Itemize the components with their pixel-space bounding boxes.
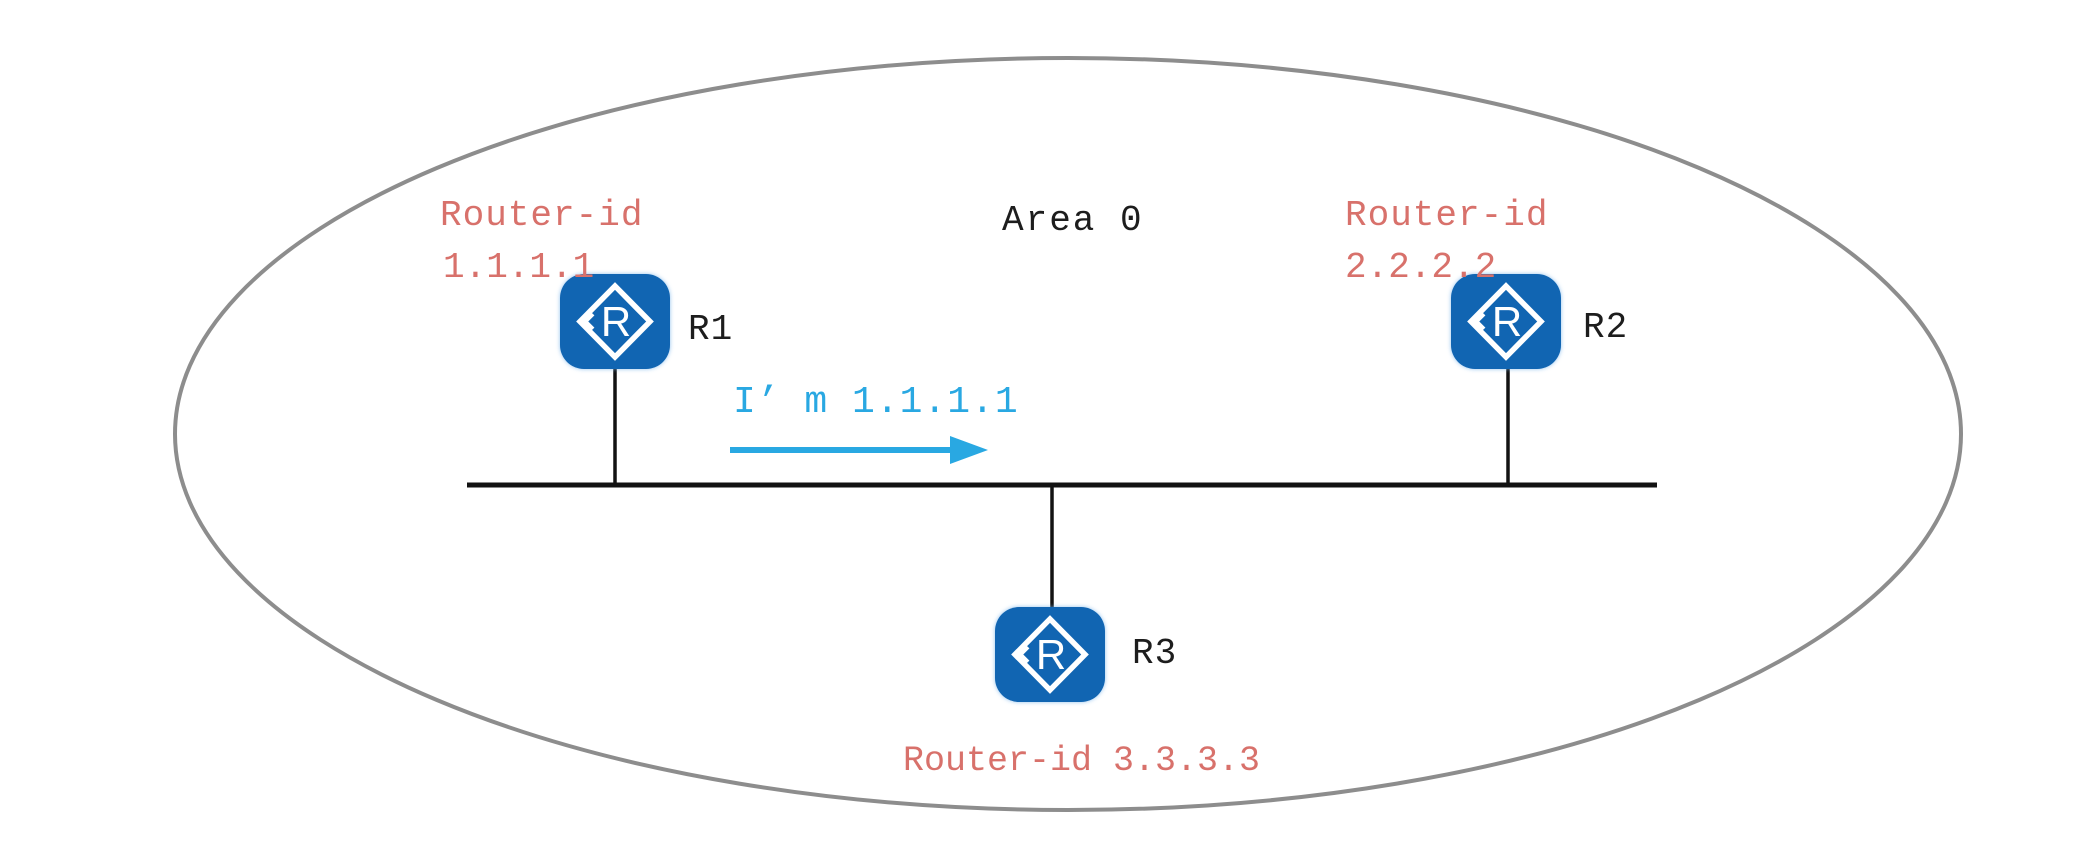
diamond-left-chevron	[582, 312, 595, 331]
router-diamond-icon: R	[1467, 282, 1545, 361]
r2-router-id-label: Router-id	[1345, 195, 1549, 236]
r2-router-id-value: 2.2.2.2	[1345, 247, 1497, 288]
r3-name-label: R3	[1132, 633, 1178, 674]
area-label: Area 0	[1002, 200, 1144, 241]
r1-router-id-value: 1.1.1.1	[443, 247, 595, 288]
router-glyph: R	[601, 298, 631, 345]
hello-advertisement-text: I’ m 1.1.1.1	[733, 381, 1019, 424]
r3-router-id-caption: Router-id 3.3.3.3	[903, 741, 1261, 781]
r1-router-id-label: Router-id	[440, 195, 644, 236]
router-icon-r1: R	[560, 274, 670, 369]
diamond-outline	[1011, 615, 1089, 694]
diamond-left-chevron	[1017, 645, 1030, 664]
router-glyph: R	[1492, 298, 1522, 345]
router-glyph: R	[1036, 631, 1066, 678]
diamond-left-chevron	[1473, 312, 1486, 331]
diamond-outline	[576, 282, 654, 361]
arrow-head-icon	[950, 436, 988, 464]
r1-name-label: R1	[688, 309, 734, 350]
advertisement-arrow	[730, 436, 988, 464]
router-icon-r3: R	[995, 607, 1105, 702]
router-icon-r2: R	[1451, 274, 1561, 369]
area-boundary-ellipse	[173, 56, 1963, 812]
router-diamond-icon: R	[1011, 615, 1089, 694]
r2-name-label: R2	[1583, 307, 1629, 348]
diamond-outline	[1467, 282, 1545, 361]
router-diamond-icon: R	[576, 282, 654, 361]
